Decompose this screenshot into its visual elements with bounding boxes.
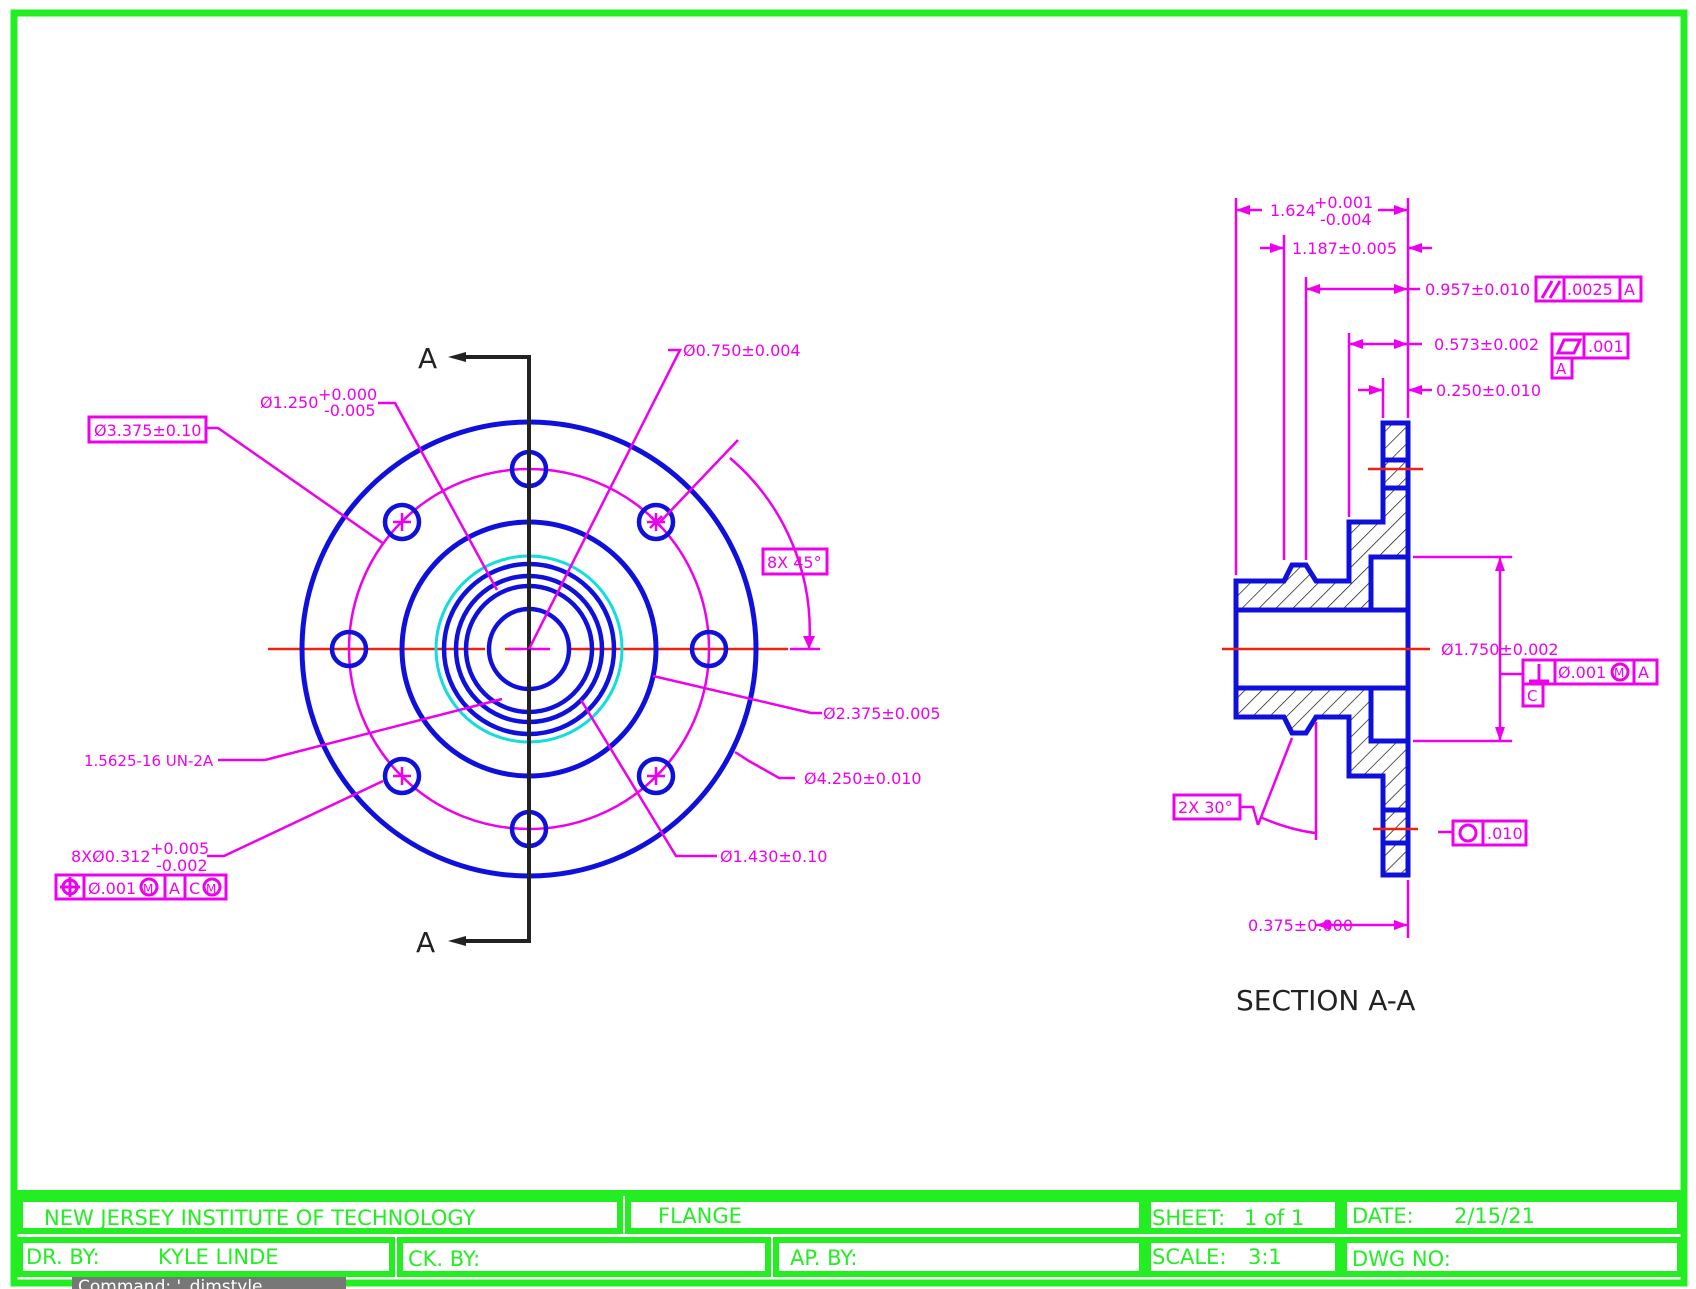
fcf-perp-datum: A	[1638, 663, 1649, 682]
bolt-hole	[689, 629, 729, 669]
position-icon	[60, 877, 80, 897]
cutting-arrow-top	[448, 352, 466, 362]
bolt-hole	[382, 756, 422, 796]
section-center-lines	[1222, 467, 1430, 831]
chamfer-box	[1172, 793, 1242, 821]
title-block-text: NEW JERSEY INSTITUTE OF TECHNOLOGY FLANG…	[26, 1204, 1535, 1271]
dim-d1250-minus: -0.005	[324, 401, 376, 420]
dim-d1430: Ø1.430±0.10	[720, 847, 827, 866]
section-title: SECTION A-A	[1236, 984, 1415, 1017]
angle-box	[761, 547, 829, 576]
dim-l1187: 1.187±0.005	[1292, 239, 1397, 258]
front-leaders	[205, 348, 822, 858]
dim-holes-plus: +0.005	[150, 839, 209, 858]
fcf-flatness-tol: .001	[1588, 337, 1624, 356]
section-hatch-bottom	[1236, 688, 1408, 875]
fcf-position-datum2-mod: M	[206, 882, 216, 896]
bolt-hole	[636, 502, 676, 542]
drawn-label: DR. BY:	[26, 1245, 100, 1269]
institution: NEW JERSEY INSTITUTE OF TECHNOLOGY	[44, 1206, 476, 1230]
section-arrows	[1236, 205, 1505, 930]
fcf-position-tol: Ø.001	[88, 879, 136, 898]
bolt-hole	[329, 629, 369, 669]
dim-holes: 8XØ0.312	[71, 847, 151, 866]
dim-d1750: Ø1.750±0.002	[1441, 640, 1559, 659]
drawn-value: KYLE LINDE	[158, 1245, 279, 1269]
dim-l1624-plus: +0.001	[1314, 193, 1373, 212]
dim-d3375: Ø3.375±0.10	[94, 421, 201, 440]
cutting-arrow-bottom	[448, 936, 466, 946]
circularity-icon	[1458, 823, 1478, 843]
dim-holes-minus: -0.002	[156, 856, 208, 875]
bolt-hole-center-marks	[393, 513, 665, 785]
fcf-circularity-tol: .010	[1487, 824, 1523, 843]
fcf-perp-tol: Ø.001	[1558, 663, 1606, 682]
bolt-hole	[636, 756, 676, 796]
mmc-icon	[1610, 662, 1630, 682]
sheet-border	[10, 9, 1688, 1287]
sheet-label: SHEET:	[1152, 1206, 1225, 1230]
mmc-icon	[139, 877, 159, 897]
approved-label: AP. BY:	[790, 1246, 857, 1270]
fcf-position-datum1: A	[169, 879, 180, 898]
scale-label: SCALE:	[1152, 1245, 1226, 1269]
sheet-value: 1 of 1	[1244, 1206, 1304, 1230]
dim-l0573: 0.573±0.002	[1434, 335, 1539, 354]
title-block	[14, 1190, 1684, 1277]
date-label: DATE:	[1352, 1204, 1414, 1228]
cutting-label-top: A	[418, 342, 437, 375]
fcf-parallel	[1534, 275, 1643, 303]
part-name: FLANGE	[658, 1204, 742, 1228]
date-value: 2/15/21	[1454, 1204, 1535, 1228]
fcf-parallel-datum: A	[1624, 280, 1635, 299]
dim-d2375: Ø2.375±0.005	[823, 704, 941, 723]
fcf-perp-mod: M	[1614, 666, 1624, 680]
dim-d1250-plus: +0.000	[318, 385, 377, 404]
scale-value: 3:1	[1248, 1245, 1282, 1269]
dim-d0750: Ø0.750±0.004	[683, 341, 801, 360]
dim-d4250: Ø4.250±0.010	[804, 769, 922, 788]
dwg-label: DWG NO:	[1352, 1247, 1451, 1271]
section-outline	[1233, 420, 1411, 878]
section-view: 1.624 +0.001 -0.004 1.187±0.005 0.957±0.…	[1172, 193, 1659, 1017]
section-hatch-top	[1236, 423, 1408, 610]
dim-angle: 8X 45°	[767, 553, 822, 572]
fcf-position-datum2: C	[189, 879, 200, 898]
flatness-icon	[1555, 338, 1583, 355]
mmc-icon	[202, 877, 222, 897]
section-dim-lines	[1234, 198, 1523, 938]
d3375-box	[87, 415, 208, 444]
dim-thread: 1.5625-16 UN-2A	[84, 752, 214, 770]
dim-l0375: 0.375±0.000	[1248, 916, 1353, 935]
dim-l0957: 0.957±0.010	[1425, 280, 1530, 299]
front-view: A A Ø3.375±0.10 Ø1.250 +0.000 -0.005 Ø0.…	[54, 341, 941, 959]
command-line-bg	[72, 1277, 346, 1289]
fcf-flatness-datum: A	[1556, 360, 1567, 378]
dim-l1624: 1.624	[1270, 201, 1316, 220]
perpendicularity-icon	[1529, 664, 1549, 683]
fcf-parallel-tol: .0025	[1567, 280, 1613, 299]
dim-d1250: Ø1.250	[260, 393, 318, 412]
dim-l0250: 0.250±0.010	[1436, 381, 1541, 400]
bolt-hole	[382, 502, 422, 542]
fcf-position	[54, 873, 228, 901]
fcf-position-mod: M	[143, 882, 153, 896]
fcf-flatness	[1550, 332, 1630, 380]
dim-chamfer: 2X 30°	[1178, 798, 1233, 817]
fcf-perp-datum-tag: C	[1527, 687, 1537, 705]
arrow	[803, 636, 815, 649]
fcf-perp	[1521, 658, 1659, 708]
dim-l1624-minus: -0.004	[1320, 210, 1372, 229]
command-line[interactable]: Command: '_dimstyle	[78, 1277, 263, 1289]
fcf-circularity	[1451, 819, 1528, 847]
parallelism-icon	[1540, 280, 1562, 299]
checked-label: CK. BY:	[408, 1247, 480, 1271]
cutting-label-bottom: A	[416, 926, 435, 959]
